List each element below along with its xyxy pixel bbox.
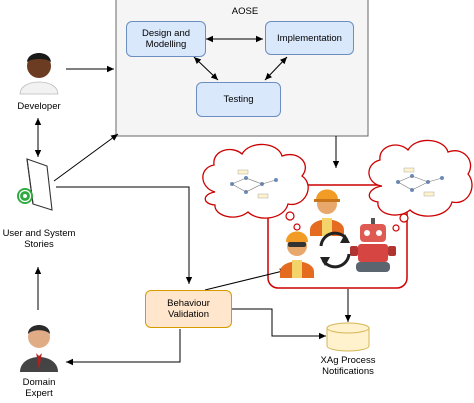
domain-expert-icon bbox=[20, 325, 58, 372]
implementation-box[interactable]: Implementation bbox=[265, 21, 354, 55]
design-modelling-label: Design and Modelling bbox=[141, 28, 191, 50]
cycle-arrows-icon bbox=[319, 231, 351, 269]
behaviour-validation-label: Behaviour Validation bbox=[167, 298, 210, 320]
database-icon bbox=[326, 322, 370, 352]
stories-label: User and System Stories bbox=[2, 228, 76, 250]
developer-person-icon bbox=[19, 53, 59, 95]
edge-stories-behaviour bbox=[56, 186, 193, 284]
behaviour-validation-box[interactable]: Behaviour Validation bbox=[145, 290, 232, 328]
developer-label: Developer bbox=[17, 101, 61, 112]
edge-design-testing bbox=[193, 56, 219, 81]
robot-icon bbox=[350, 218, 396, 272]
thought-cloud-right bbox=[368, 139, 473, 232]
edge-behaviour-aose bbox=[204, 268, 288, 291]
implementation-label: Implementation bbox=[277, 32, 342, 44]
document-icon bbox=[17, 158, 53, 211]
edge-implementation-testing bbox=[264, 56, 288, 81]
edge-behaviour-expert bbox=[66, 329, 181, 366]
worker-agent-icon bbox=[280, 231, 314, 278]
aose-title: AOSE bbox=[231, 6, 259, 17]
testing-box[interactable]: Testing bbox=[196, 82, 281, 117]
edge-stories-aose bbox=[53, 133, 119, 182]
domain-expert-label: Domain Expert bbox=[22, 377, 56, 399]
testing-label: Testing bbox=[223, 94, 254, 105]
thought-cloud-left bbox=[202, 143, 309, 231]
design-modelling-box[interactable]: Design and Modelling bbox=[126, 21, 206, 57]
edge-behaviour-notifications bbox=[232, 308, 326, 340]
notifications-label: XAg Process Notifications bbox=[320, 355, 376, 377]
